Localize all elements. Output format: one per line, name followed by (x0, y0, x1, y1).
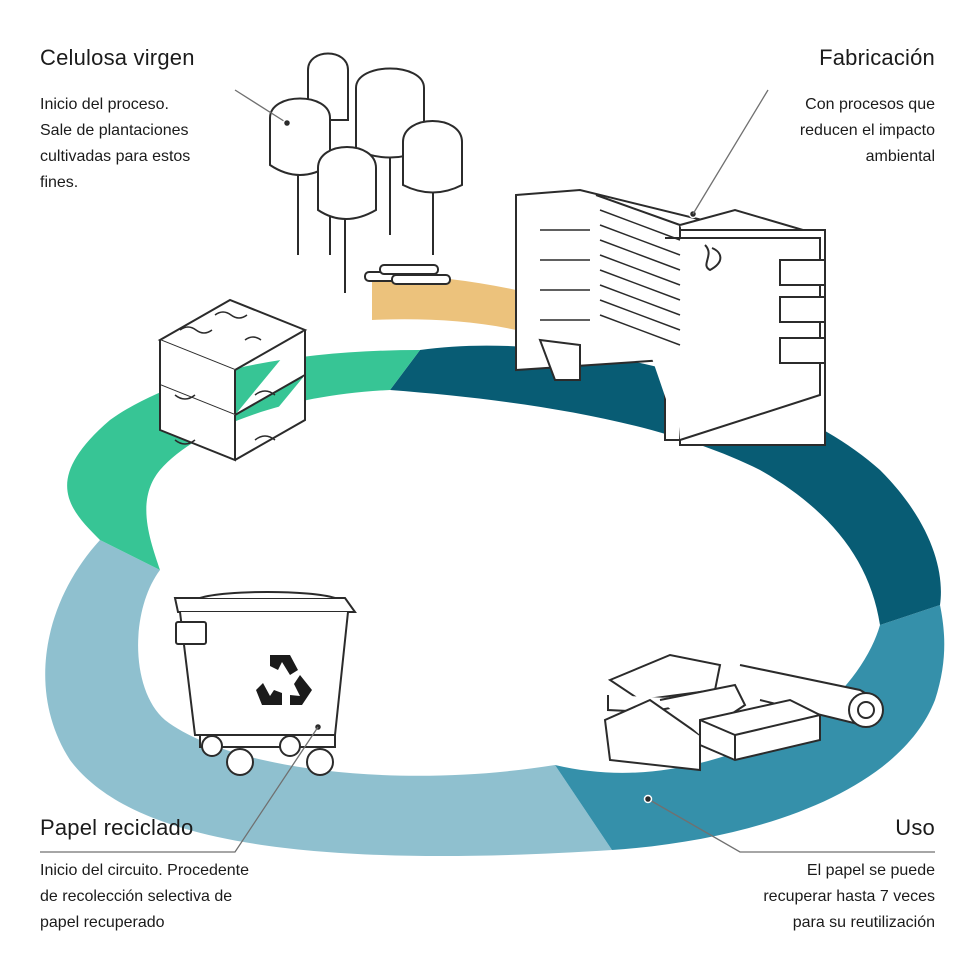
desc-line: recuperar hasta 7 veces (763, 888, 935, 905)
desc-line: fines. (40, 174, 79, 191)
desc-celulosa-virgen: Inicio del proceso. Sale de plantaciones… (40, 92, 190, 196)
paper-products-icon (603, 653, 884, 772)
leader-lines (40, 89, 935, 853)
desc-line: para su reutilización (792, 914, 935, 931)
ring-segment-mid-teal (555, 605, 945, 850)
recycling-bin-icon (173, 591, 357, 776)
leader-uso (647, 798, 935, 853)
desc-fabricacion: Con procesos que reducen el impacto ambi… (800, 92, 935, 170)
desc-line: El papel se puede (806, 862, 935, 879)
leader-celulosa (234, 89, 288, 124)
desc-line: Inicio del circuito. Procedente (40, 862, 249, 879)
title-celulosa-virgen: Celulosa virgen (40, 45, 195, 70)
ring-segment-yellow (372, 275, 516, 330)
desc-line: reducen el impacto (799, 122, 935, 139)
desc-line: ambiental (865, 148, 935, 165)
paper-bale-icon (157, 298, 308, 462)
desc-line: de recolección selectiva de (40, 888, 233, 905)
desc-papel-reciclado: Inicio del circuito. Procedente de recol… (40, 858, 249, 936)
recycle-symbol-icon (256, 655, 312, 705)
title-fabricacion: Fabricación (819, 45, 935, 70)
desc-line: cultivadas para estos (40, 148, 191, 165)
desc-line: Sale de plantaciones (40, 122, 189, 139)
title-papel-reciclado: Papel reciclado (40, 815, 194, 840)
desc-line: Inicio del proceso. (40, 96, 169, 113)
desc-line: Con procesos que (805, 96, 935, 113)
ring-segment-light-blue (45, 540, 612, 856)
trees-icon (269, 52, 463, 293)
ring-segment-green (67, 350, 420, 570)
desc-line: papel recuperado (40, 914, 165, 931)
factory-icon (515, 188, 826, 446)
title-uso: Uso (895, 815, 935, 840)
leader-reciclado (40, 726, 319, 853)
leader-fabricacion (692, 89, 769, 215)
desc-uso: El papel se puede recuperar hasta 7 vece… (763, 858, 935, 936)
